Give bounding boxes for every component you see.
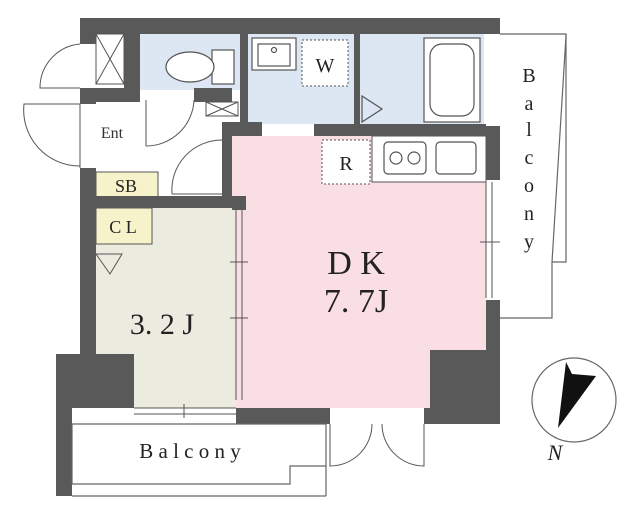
bath-door-icon xyxy=(361,94,384,124)
svg-text:c: c xyxy=(525,147,534,169)
closet-label: C L xyxy=(109,217,137,237)
balcony-east-outline xyxy=(500,33,567,319)
svg-text:n: n xyxy=(524,203,534,225)
svg-text:l: l xyxy=(526,119,532,141)
balcony-south-outline xyxy=(71,423,327,485)
closet-door xyxy=(95,253,123,275)
shoe-box-label: SB xyxy=(115,176,137,196)
washer-label: W xyxy=(316,55,335,77)
entrance-door xyxy=(23,103,81,168)
balcony-east-rail xyxy=(552,34,567,263)
refrigerator-space xyxy=(321,139,371,185)
svg-text:B: B xyxy=(522,65,535,87)
balcony-south-label: B a l c o n y xyxy=(139,439,241,463)
svg-text:a: a xyxy=(525,93,534,115)
compass-label: N xyxy=(547,440,564,465)
washbasin-icon xyxy=(251,37,297,71)
compass-arrow-icon xyxy=(558,362,596,428)
dining-kitchen-size: 7. 7J xyxy=(324,283,388,320)
toilet-icon xyxy=(165,49,235,85)
entrance-floor xyxy=(96,90,222,172)
toilet-door xyxy=(145,99,195,147)
bathtub-icon xyxy=(423,37,481,123)
window-south-western xyxy=(134,404,236,418)
vent-icon xyxy=(205,101,239,117)
refrigerator-label: R xyxy=(339,153,353,175)
window-east xyxy=(480,182,500,298)
stove-icon xyxy=(383,141,427,175)
balcony-east-label: B a l c o n y xyxy=(522,65,535,253)
sliding-door-western xyxy=(230,208,248,400)
compass: N xyxy=(531,357,617,465)
svg-text:y: y xyxy=(524,231,534,253)
dk-door xyxy=(171,139,223,195)
western-room-label: 3. 2 J xyxy=(130,308,195,341)
washer-space xyxy=(301,39,349,87)
dining-kitchen-label: D K xyxy=(327,245,385,282)
balcony-door-south xyxy=(329,423,425,467)
shaft-icon xyxy=(95,33,125,85)
walls xyxy=(56,18,500,496)
svg-text:o: o xyxy=(524,175,534,197)
shaft-door xyxy=(39,43,81,89)
entrance-label: Ent xyxy=(101,125,124,142)
sink-icon xyxy=(435,141,477,175)
